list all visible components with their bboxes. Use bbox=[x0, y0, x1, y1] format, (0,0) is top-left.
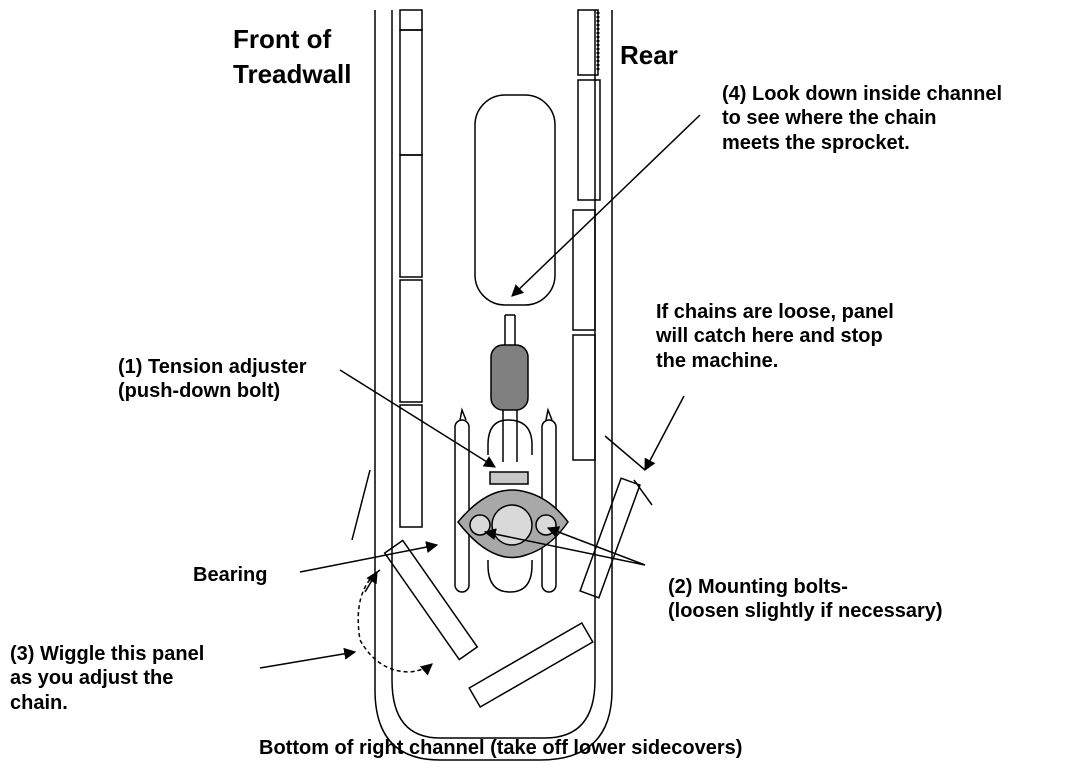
bottom-panel bbox=[468, 621, 594, 709]
rear-label: Rear bbox=[620, 40, 678, 70]
look-down-arrow bbox=[511, 114, 701, 297]
right-guide-rail-tip bbox=[545, 407, 553, 421]
adjuster-rod bbox=[504, 314, 516, 345]
sprocket-housing bbox=[474, 94, 556, 306]
left-guide-rail-tip bbox=[459, 407, 467, 421]
mounting-bolt-right bbox=[535, 514, 557, 536]
channel-outer-wall bbox=[374, 10, 613, 761]
sprocket-body bbox=[487, 419, 533, 593]
adjuster-block bbox=[490, 344, 529, 411]
tension-adjuster-label: (1) Tension adjuster (push-down bolt) bbox=[118, 356, 307, 403]
rear-chain-links bbox=[572, 9, 601, 461]
mounting-arrow-right bbox=[546, 526, 646, 566]
left-guide-rail bbox=[454, 419, 470, 593]
wiggle-panel-label: (3) Wiggle this panel as you adjust the … bbox=[10, 643, 205, 714]
bearing-label: Bearing bbox=[193, 564, 268, 586]
channel-inner-wall bbox=[391, 10, 596, 739]
rear-panel bbox=[579, 477, 641, 599]
front-wall-slant bbox=[351, 469, 371, 541]
bearing-arrow bbox=[299, 541, 439, 573]
loose-chain-label: If chains are loose, panel will catch he… bbox=[656, 301, 894, 372]
center-bearing bbox=[491, 504, 533, 546]
adjuster-lower-rod bbox=[502, 410, 518, 462]
loose-chain-arrow bbox=[644, 395, 685, 472]
mounting-arrow-left bbox=[483, 528, 646, 566]
wiggle-curve-arrow bbox=[357, 569, 433, 676]
wiggle-curve-start bbox=[364, 570, 378, 593]
look-down-label: (4) Look down inside channel to see wher… bbox=[722, 83, 1003, 154]
wiggle-panel bbox=[383, 539, 479, 661]
mounting-bolts-label: (2) Mounting bolts- (loosen slightly if … bbox=[668, 576, 943, 623]
tension-arrow bbox=[339, 369, 497, 468]
rear-wall-slant bbox=[604, 435, 653, 506]
diagram-caption: Bottom of right channel (take off lower … bbox=[259, 737, 743, 759]
front-chain-links bbox=[399, 9, 423, 528]
front-of-treadwall-label: Front of Treadwall bbox=[233, 24, 352, 90]
wiggle-arrow bbox=[259, 647, 357, 669]
tension-bolt-head bbox=[489, 471, 529, 485]
